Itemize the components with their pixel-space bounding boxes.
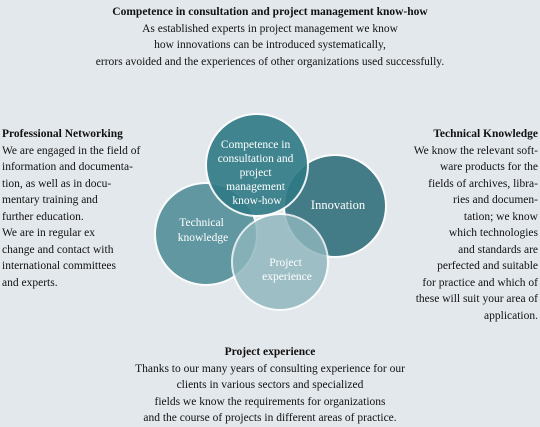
label-project: Project experience (262, 257, 312, 283)
networking-text: We are engaged in the field of informati… (2, 144, 141, 289)
project-experience-section: Project experience Thanks to our many ye… (0, 344, 540, 427)
label-competence: Competence in consultation and project m… (218, 139, 297, 207)
technical-knowledge-section: Technical Knowledge We know the relevant… (378, 126, 538, 324)
circle-project (231, 213, 329, 311)
competence-heading: Competence in consultation and project m… (112, 6, 428, 18)
label-technical: Technical knowledge (178, 217, 228, 244)
label-innovation: Innovation (311, 198, 366, 212)
competence-text: As established experts in project manage… (95, 22, 445, 68)
networking-heading: Professional Networking (2, 128, 123, 140)
competence-section: Competence in consultation and project m… (0, 4, 540, 70)
project-experience-heading: Project experience (224, 346, 316, 358)
project-experience-text: Thanks to our many years of consulting e… (135, 362, 405, 425)
networking-section: Professional Networking We are engaged i… (2, 126, 162, 291)
technical-knowledge-text: We know the relevant soft- ware products… (413, 144, 538, 322)
circle-competence (205, 113, 309, 217)
technical-knowledge-heading: Technical Knowledge (433, 128, 538, 140)
